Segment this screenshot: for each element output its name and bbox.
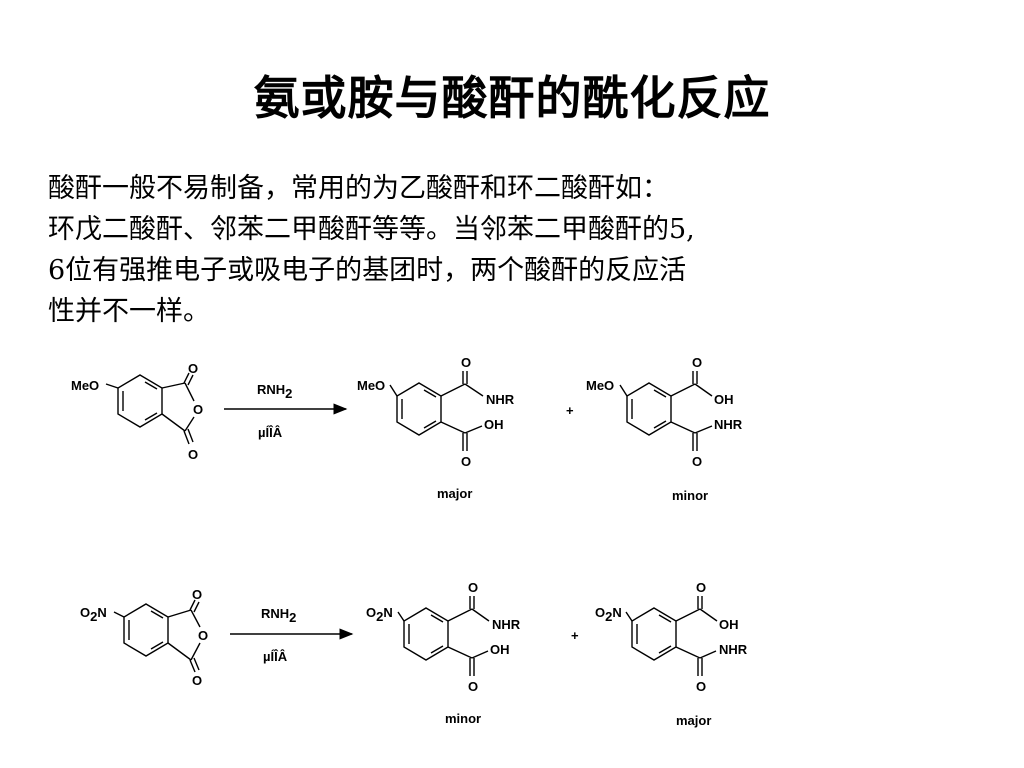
atom-label: O	[692, 355, 702, 370]
substituent-label: MeO	[586, 378, 614, 393]
atom-label: OH	[490, 642, 510, 657]
substituent-label: O2N	[595, 605, 622, 624]
slide-title: 氨或胺与酸酐的酰化反应	[253, 71, 771, 125]
atom-label: O	[188, 361, 198, 376]
product-minor-2: O2N O NHR OH O minor	[366, 580, 521, 726]
body-line-3: 6位有强推电子或吸电子的基团时，两个酸酐的反应活	[48, 255, 687, 286]
substituent-label: O2N	[366, 605, 393, 624]
body-paragraph: 酸酐一般不易制备，常用的为乙酸酐和环二酸酐如： 环戊二酸酐、邻苯二甲酸酐等等。当…	[48, 168, 948, 332]
plus-sign: +	[566, 403, 574, 418]
atom-label: O	[193, 402, 203, 417]
atom-label: O	[468, 679, 478, 694]
atom-label: OH	[719, 617, 739, 632]
condition-label: µÍÎÂ	[263, 649, 288, 664]
atom-label: O	[468, 580, 478, 595]
atom-label: O	[461, 355, 471, 370]
product-major-1: MeO O NHR OH O major	[357, 355, 515, 501]
condition-label: µÍÎÂ	[258, 425, 283, 440]
product-label: minor	[672, 488, 708, 503]
atom-label: O	[696, 580, 706, 595]
reactant-anhydride-2: O2N O O O	[80, 587, 208, 688]
reagent-label: RNH2	[257, 382, 292, 401]
reaction-arrow-2: RNH2 µÍÎÂ	[230, 606, 354, 664]
atom-label: NHR	[714, 417, 743, 432]
reaction-1: MeO O O O RNH2 µÍÎÂ	[71, 355, 743, 503]
atom-label: OH	[714, 392, 734, 407]
atom-label: NHR	[719, 642, 748, 657]
plus-sign: +	[571, 628, 579, 643]
product-label: minor	[445, 711, 481, 726]
substituent-label: MeO	[357, 378, 385, 393]
body-line-1: 酸酐一般不易制备，常用的为乙酸酐和环二酸酐如：	[48, 173, 669, 204]
atom-label: O	[188, 447, 198, 462]
atom-label: NHR	[492, 617, 521, 632]
substituent-label: MeO	[71, 378, 99, 393]
atom-label: O	[192, 587, 202, 602]
product-label: major	[437, 486, 472, 501]
body-line-4: 性并不一样。	[48, 296, 210, 327]
atom-label: O	[692, 454, 702, 469]
substituent-label: O2N	[80, 605, 107, 624]
reagent-label: RNH2	[261, 606, 296, 625]
atom-label: O	[696, 679, 706, 694]
reaction-2: O2N O O O RNH2 µÍÎÂ O2N O	[80, 580, 748, 728]
atom-label: NHR	[486, 392, 515, 407]
body-line-2: 环戊二酸酐、邻苯二甲酸酐等等。当邻苯二甲酸酐的5,	[48, 214, 695, 245]
atom-label: O	[461, 454, 471, 469]
product-major-2: O2N O OH NHR O major	[595, 580, 748, 728]
product-label: major	[676, 713, 711, 728]
product-minor-1: MeO O OH NHR O minor	[586, 355, 743, 503]
atom-label: OH	[484, 417, 504, 432]
atom-label: O	[192, 673, 202, 688]
reaction-arrow-1: RNH2 µÍÎÂ	[224, 382, 348, 440]
atom-label: O	[198, 628, 208, 643]
reactant-anhydride-1: MeO O O O	[71, 361, 203, 462]
